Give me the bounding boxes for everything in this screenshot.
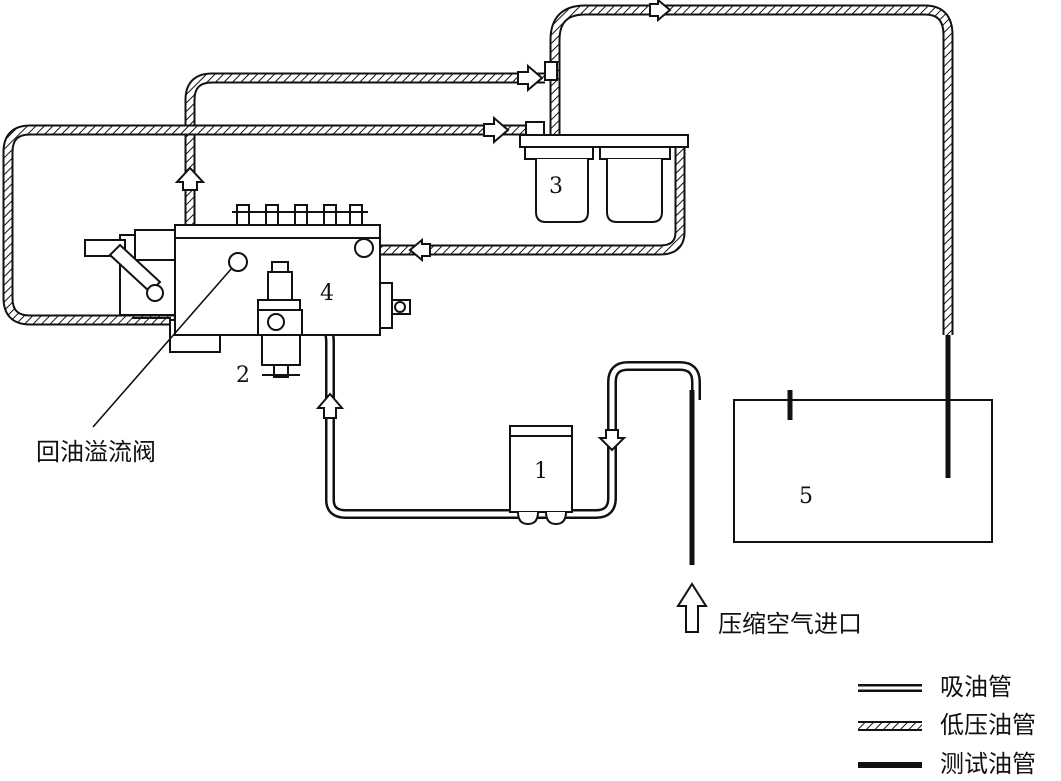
feed-pump-2	[257, 261, 303, 378]
low-pressure-pipes	[2, 4, 954, 335]
arrow-left-icon	[408, 237, 431, 263]
tank-5	[733, 390, 993, 543]
legend: 吸油管 低压油管 测试油管	[858, 673, 1036, 778]
legend-test-label: 测试油管	[940, 750, 1036, 778]
arrow-up-icon	[315, 392, 345, 419]
arrow-up-icon	[174, 166, 206, 191]
arrow-right-icon	[517, 63, 544, 93]
air-inlet-arrow-icon	[676, 582, 708, 633]
injection-pump-4	[84, 204, 411, 353]
test-container-1	[509, 425, 573, 526]
filter-3	[519, 61, 689, 223]
legend-suction: 吸油管	[858, 673, 1012, 701]
legend-low-pressure: 低压油管	[858, 711, 1036, 739]
component-3-label: 3	[549, 174, 563, 199]
arrow-right-icon	[483, 115, 510, 145]
overflow-valve-pointer	[92, 267, 233, 428]
arrow-right-icon	[649, 0, 672, 23]
component-1-label: 1	[534, 459, 548, 484]
arrow-down-icon	[597, 429, 627, 452]
component-5-label: 5	[799, 484, 813, 509]
suction-pipes	[272, 315, 701, 519]
legend-low-pressure-label: 低压油管	[940, 711, 1036, 739]
legend-test: 测试油管	[858, 750, 1036, 778]
overflow-valve-annotation: 回油溢流阀	[36, 438, 156, 466]
component-2-label: 2	[236, 363, 250, 388]
air-inlet-annotation: 压缩空气进口	[718, 610, 862, 638]
legend-suction-label: 吸油管	[940, 673, 1012, 701]
component-4-label: 4	[320, 281, 334, 306]
